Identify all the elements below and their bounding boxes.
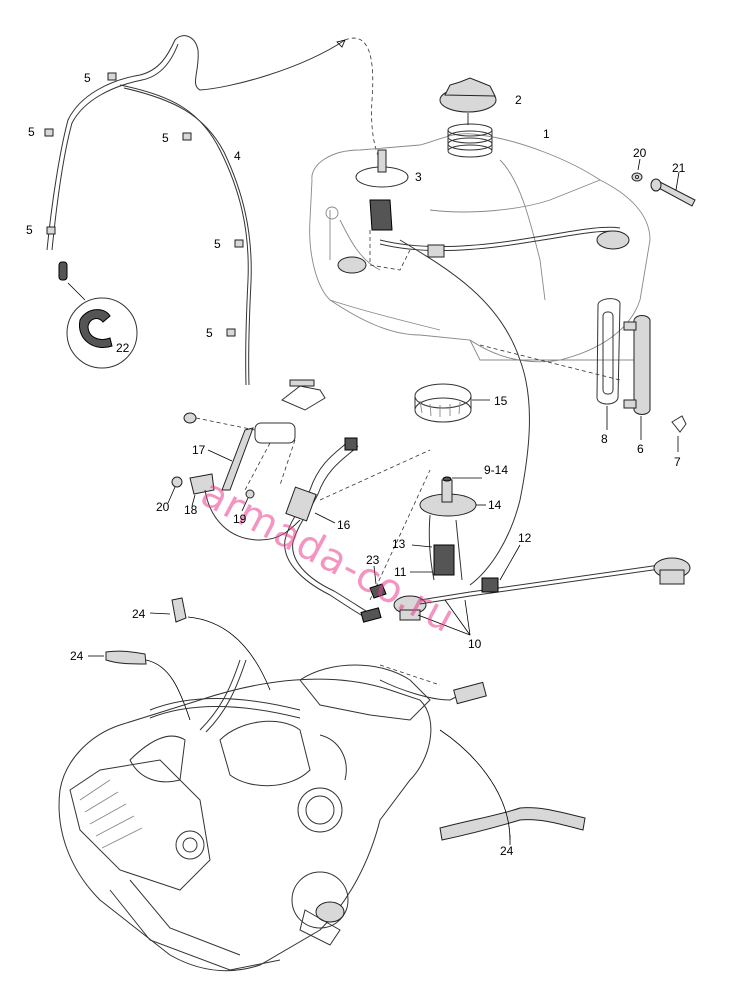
callout-16: 16 — [337, 518, 351, 532]
hose-24-c — [439, 729, 586, 845]
callout-19: 19 — [233, 512, 247, 526]
callout-18: 18 — [184, 503, 198, 517]
leader-24b — [145, 659, 191, 721]
leader-24a — [187, 616, 271, 691]
callout-21: 21 — [672, 161, 686, 175]
callout-2: 2 — [515, 93, 522, 107]
fuel-line-16 — [284, 437, 382, 623]
callout-9-14: 9-14 — [484, 463, 509, 477]
callout-5-b: 5 — [28, 125, 35, 139]
callout-1: 1 — [543, 127, 550, 141]
callout-17: 17 — [192, 443, 206, 457]
callout-20-a: 20 — [156, 500, 170, 514]
assembly-indicator — [319, 449, 431, 601]
callout-5-c: 5 — [162, 131, 169, 145]
bolt-21 — [650, 171, 696, 207]
callout-13: 13 — [392, 537, 406, 551]
strap-8 — [596, 298, 621, 430]
clips-5 — [44, 72, 244, 337]
fuel-line-4 — [46, 35, 381, 386]
callout-3: 3 — [415, 170, 422, 184]
callout-4: 4 — [234, 149, 241, 163]
callout-20-b: 20 — [633, 146, 647, 160]
callout-5-e: 5 — [214, 237, 221, 251]
callout-11: 11 — [394, 565, 407, 579]
callout-23: 23 — [366, 553, 380, 567]
clip-23 — [369, 565, 387, 599]
nut-20-lower — [167, 476, 183, 504]
pad-7 — [671, 415, 687, 452]
fuel-tank-1 — [309, 133, 651, 381]
washer-20-top — [631, 158, 643, 182]
callout-15: 15 — [494, 394, 508, 408]
regulator-bracket-17 — [183, 379, 326, 491]
callout-6: 6 — [637, 442, 644, 456]
callout-5-a: 5 — [84, 71, 91, 85]
hose-24-b — [88, 650, 147, 665]
callout-24-b: 24 — [70, 649, 84, 663]
callout-24-c: 24 — [500, 844, 514, 858]
callout-10: 10 — [468, 637, 482, 651]
callout-22: 22 — [116, 341, 130, 355]
bracket-18 — [189, 473, 215, 507]
fuel-sender-3 — [337, 149, 630, 274]
grommet-22 — [58, 261, 138, 369]
fuel-pump-9-14 — [410, 476, 486, 581]
callout-24-a: 24 — [132, 607, 146, 621]
callout-12: 12 — [518, 531, 532, 545]
callout-5-f: 5 — [206, 326, 213, 340]
engine-assembly — [58, 659, 487, 972]
lock-ring-15 — [414, 383, 490, 423]
nut-19 — [241, 489, 255, 512]
callout-5-d: 5 — [26, 223, 33, 237]
fuel-cap-2 — [439, 77, 497, 158]
strap-6 — [623, 315, 651, 440]
callout-7: 7 — [674, 455, 681, 469]
vent-line — [204, 489, 301, 541]
pump-bracket-10 — [393, 544, 691, 636]
callout-14: 14 — [488, 498, 502, 512]
sender-harness — [399, 239, 530, 586]
callout-8: 8 — [601, 432, 608, 446]
hose-24-a — [149, 597, 187, 623]
